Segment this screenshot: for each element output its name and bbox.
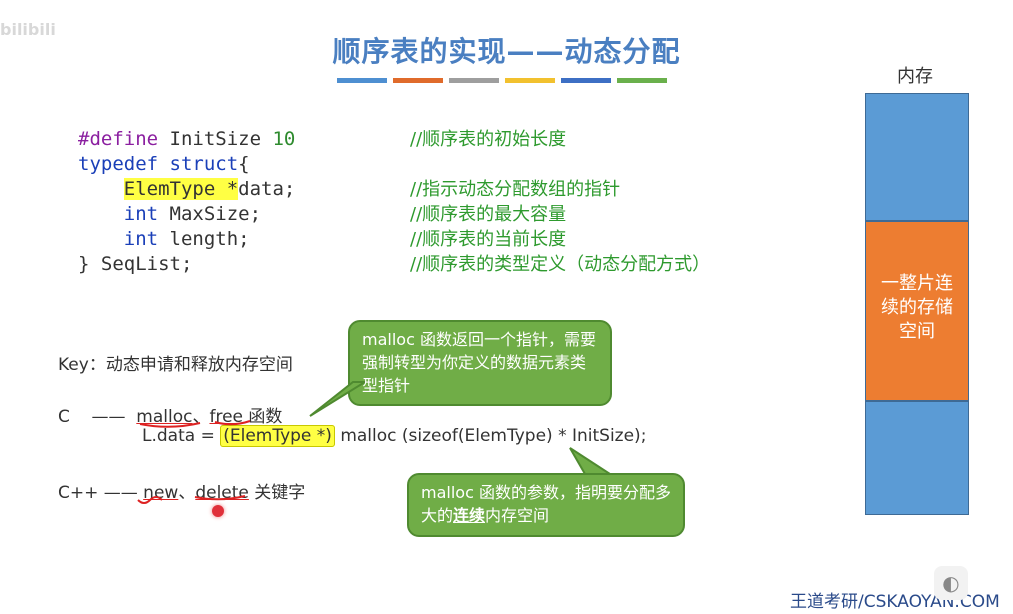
code-text: MaxSize; <box>158 203 262 225</box>
code-keyword: typedef <box>78 153 159 175</box>
memory-diagram: 一整片连续的存储空间 <box>865 93 969 515</box>
code-line-maxsize: int MaxSize; <box>78 202 295 227</box>
code-number: 10 <box>272 128 296 150</box>
code-indent <box>78 203 124 225</box>
callout-malloc-return: malloc 函数返回一个指针，需要强制转型为你定义的数据元素类型指针 <box>348 320 612 406</box>
code-line-end: } SeqList; <box>78 252 295 277</box>
code-keyword: struct <box>158 153 239 175</box>
bilibili-watermark: bilibili <box>0 20 56 39</box>
code-line-define: #define InitSize 10 <box>78 127 295 152</box>
color-bar-segment <box>617 78 667 83</box>
c-functions-line: C —— malloc、free 函数 <box>58 402 282 427</box>
color-bar-segment <box>393 78 443 83</box>
memory-block-label: 一整片连续的存储空间 <box>881 273 953 342</box>
cpp-keywords-line: C++ —— new、delete 关键字 <box>58 478 305 503</box>
code-highlighted-type: ElemType * <box>123 178 239 200</box>
memory-label: 内存 <box>897 66 933 87</box>
code-block: #define InitSize 10 typedef struct{ Elem… <box>78 127 295 277</box>
callout-text: malloc 函数的参数，指明要分配多大的 <box>421 483 671 525</box>
callout-malloc-param: malloc 函数的参数，指明要分配多大的连续内存空间 <box>407 473 685 537</box>
code-comment: //指示动态分配数组的指针 <box>410 179 621 200</box>
code-identifier: InitSize <box>158 128 273 150</box>
call-rest: malloc (sizeof(ElemType) * InitSize); <box>334 426 647 446</box>
app-logo-icon: ◐ <box>934 566 968 600</box>
malloc-call-line: L.data = (ElemType *) malloc (sizeof(Ele… <box>142 425 647 447</box>
separator: 、 <box>178 483 196 503</box>
code-comment: //顺序表的初始长度 <box>410 129 567 150</box>
color-bar-segment <box>505 78 555 83</box>
c-prefix: C —— <box>58 407 137 427</box>
pointer-dot <box>212 505 224 517</box>
code-text: } SeqList; <box>78 253 193 275</box>
memory-allocated-block: 一整片连续的存储空间 <box>865 221 969 401</box>
key-note: Key：动态申请和释放内存空间 <box>58 355 293 375</box>
callout-emphasis: 连续 <box>453 506 486 525</box>
cast-highlight: (ElemType *) <box>220 425 335 447</box>
cpp-suffix: 关键字 <box>248 483 306 503</box>
code-comment <box>410 152 710 177</box>
color-bar-segment <box>561 78 611 83</box>
code-comment: //顺序表的最大容量 <box>410 204 567 225</box>
code-text: data; <box>238 178 296 200</box>
separator: 、 <box>192 407 210 427</box>
code-indent <box>78 228 124 250</box>
color-bar-segment <box>449 78 499 83</box>
delete-text: delete <box>195 483 249 503</box>
code-keyword: #define <box>78 128 159 150</box>
code-line-length: int length; <box>78 227 295 252</box>
malloc-text: malloc <box>136 407 193 427</box>
code-line-data: ElemType *data; <box>78 177 295 202</box>
memory-free-top <box>865 93 969 221</box>
code-indent <box>78 178 124 200</box>
free-text: free <box>209 407 243 427</box>
memory-free-bottom <box>865 401 969 515</box>
callout-text: 内存空间 <box>485 506 550 525</box>
code-keyword: int <box>123 228 159 250</box>
c-suffix: 函数 <box>243 407 283 427</box>
slide-title: 顺序表的实现——动态分配 <box>332 35 681 68</box>
code-text: length; <box>158 228 250 250</box>
cpp-prefix: C++ —— <box>58 483 144 503</box>
code-line-typedef: typedef struct{ <box>78 152 295 177</box>
call-prefix: L.data = <box>142 426 221 446</box>
code-comment: //顺序表的当前长度 <box>410 229 567 250</box>
callout-tail <box>309 381 365 417</box>
code-comment: //顺序表的类型定义（动态分配方式） <box>410 254 711 275</box>
new-text: new <box>143 483 179 503</box>
color-bar-segment <box>337 78 387 83</box>
wangdao-watermark: 王道考研/CSKAOYAN.COM <box>790 592 1000 612</box>
code-comments: //顺序表的初始长度 //指示动态分配数组的指针 //顺序表的最大容量 //顺序… <box>410 127 710 277</box>
code-text: { <box>238 153 250 175</box>
code-keyword: int <box>123 203 159 225</box>
callout-tail <box>569 447 614 475</box>
title-color-bar <box>337 78 667 83</box>
